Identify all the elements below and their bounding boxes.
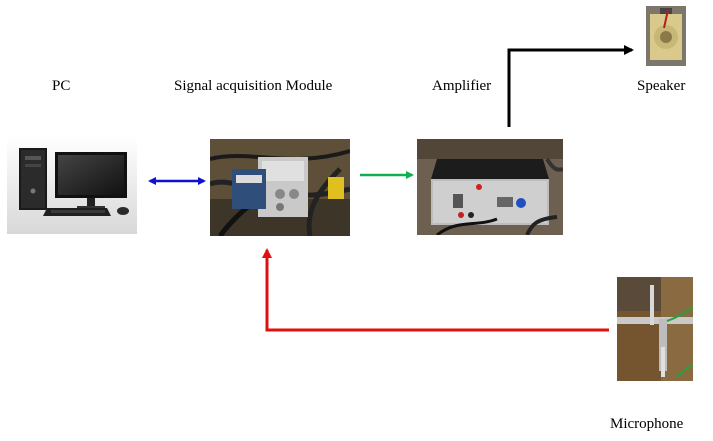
label-signal-module: Signal acquisition Module: [174, 78, 333, 94]
amplifier-image: [417, 139, 563, 235]
pc-image: [7, 136, 137, 234]
label-speaker: Speaker: [637, 78, 686, 94]
amplifier-speaker-arrow: [507, 45, 634, 127]
microphone-module-arrow: [262, 248, 609, 332]
microphone-image: [617, 277, 693, 381]
speaker-image: [646, 6, 686, 66]
label-microphone: Microphone: [610, 416, 684, 432]
label-amplifier: Amplifier: [432, 78, 492, 94]
label-pc: PC: [52, 78, 71, 94]
signal-module-image: [210, 139, 350, 236]
